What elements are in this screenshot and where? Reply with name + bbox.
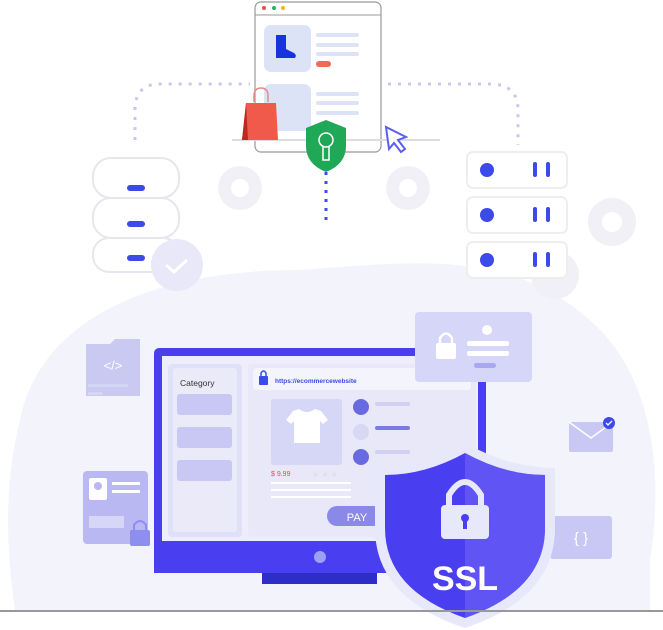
lock-icon	[436, 343, 456, 359]
lock-icon	[441, 479, 489, 539]
database-icon	[92, 157, 180, 273]
login-card	[415, 312, 532, 382]
category-item	[177, 394, 232, 415]
lock-icon	[259, 376, 268, 385]
id-card-icon	[83, 471, 150, 546]
check-icon	[151, 239, 203, 291]
boot-icon	[276, 35, 296, 58]
mail-icon	[568, 417, 615, 452]
json-card: { }	[550, 516, 612, 559]
category-item	[177, 427, 232, 448]
dotted-connector	[388, 82, 520, 145]
price-text: $ 9.99	[271, 471, 291, 478]
check-icon	[353, 399, 369, 415]
pay-button-label: PAY	[347, 512, 368, 524]
ssl-label: SSL	[432, 560, 498, 598]
category-item	[177, 460, 232, 481]
check-icon	[353, 449, 369, 465]
json-symbol: { }	[574, 530, 588, 547]
window-dot	[272, 6, 276, 10]
server-icon	[466, 151, 568, 279]
tshirt-icon	[286, 409, 328, 443]
window-dot	[262, 6, 266, 10]
rating-stars: ★ ★ ★	[312, 470, 338, 479]
check-icon	[353, 424, 369, 440]
cursor-icon	[384, 125, 409, 154]
dotted-connector	[133, 82, 250, 140]
shield-key-icon	[306, 120, 346, 172]
code-folder: </>	[86, 339, 140, 396]
window-dot	[281, 6, 285, 10]
shopping-bag-icon	[242, 87, 278, 140]
code-symbol: </>	[104, 358, 123, 373]
category-title: Category	[180, 378, 215, 388]
pay-button[interactable]	[327, 506, 387, 526]
ssl-shield-badge: SSL	[375, 443, 555, 628]
url-text: https://ecommercewebsite	[275, 378, 357, 385]
category-sidebar: Category	[168, 364, 242, 537]
